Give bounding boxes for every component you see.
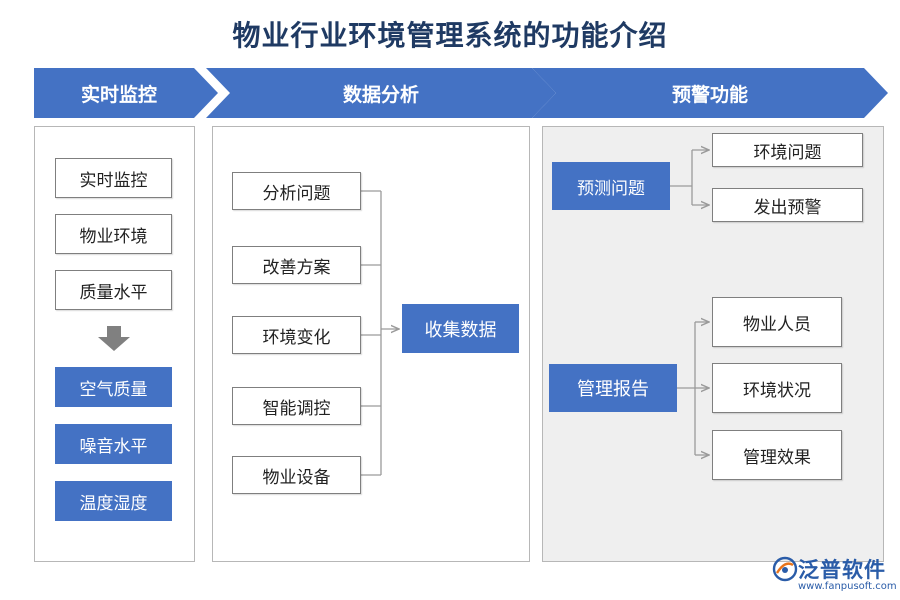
monitor-item-property-environment: 物业环境 — [55, 214, 172, 254]
warning-target-property-staff: 物业人员 — [712, 297, 842, 347]
warning-target-environment-status: 环境状况 — [712, 363, 842, 413]
analysis-item-environment-change: 环境变化 — [232, 316, 361, 354]
analysis-target-collect-data: 收集数据 — [402, 304, 519, 353]
stage-warning-function: 预警功能 — [532, 68, 888, 118]
analysis-item-property-equipment: 物业设备 — [232, 456, 361, 494]
warning-source-predict-problem: 预测问题 — [552, 162, 670, 210]
brand-url: www.fanpusoft.com — [798, 581, 897, 592]
brand-logo: 泛普软件 www.fanpusoft.com — [772, 554, 897, 594]
arrow-down-icon — [98, 326, 130, 351]
page-title: 物业行业环境管理系统的功能介绍 — [232, 19, 668, 52]
warning-target-environment-problem: 环境问题 — [712, 133, 863, 167]
warning-target-management-effect: 管理效果 — [712, 430, 842, 480]
monitor-output-air-quality: 空气质量 — [55, 367, 172, 407]
stage-realtime-monitoring: 实时监控 — [34, 68, 218, 118]
analysis-item-improvement-plan: 改善方案 — [232, 246, 361, 284]
warning-source-management-report: 管理报告 — [549, 364, 677, 412]
warning-target-issue-alert: 发出预警 — [712, 188, 863, 222]
analysis-item-analyze-problem: 分析问题 — [232, 172, 361, 210]
analysis-item-smart-control: 智能调控 — [232, 387, 361, 425]
monitor-item-quality-level: 质量水平 — [55, 270, 172, 310]
monitor-output-noise-level: 噪音水平 — [55, 424, 172, 464]
brand-logo-icon — [772, 556, 798, 582]
stage-data-analysis: 数据分析 — [206, 68, 556, 118]
monitor-output-temperature-humidity: 温度湿度 — [55, 481, 172, 521]
monitor-item-realtime: 实时监控 — [55, 158, 172, 198]
brand-name: 泛普软件 — [798, 558, 886, 582]
